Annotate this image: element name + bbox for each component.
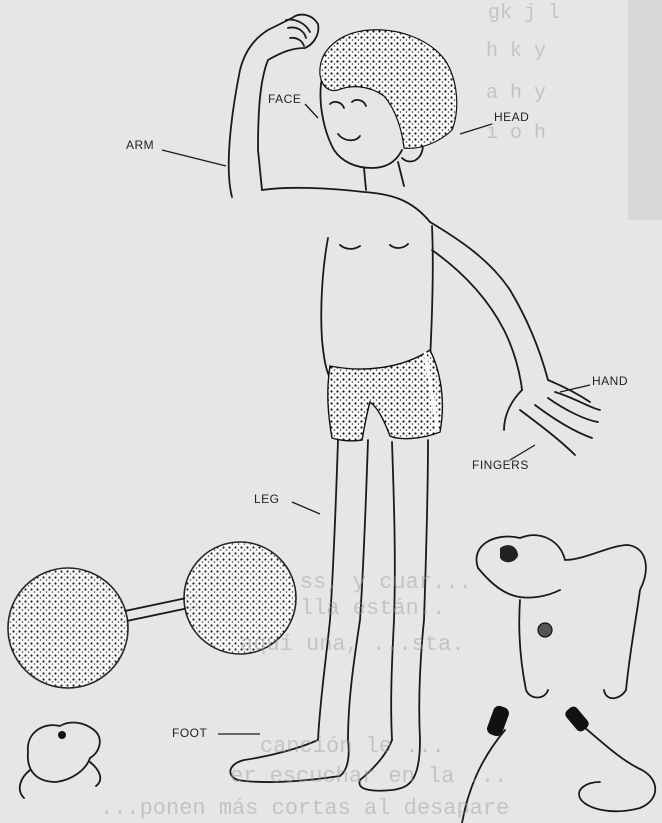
frog-eye — [58, 731, 66, 739]
label-head: HEAD — [494, 110, 529, 124]
dumbbell-left-weight — [8, 568, 128, 688]
bleed-text-1: ss, y cuar... — [300, 570, 472, 595]
label-fingers: FINGERS — [472, 458, 529, 472]
right-shadow-strip — [628, 0, 662, 220]
bleed-text-5: er escuchar en la ... — [230, 764, 507, 789]
label-leg: LEG — [254, 492, 280, 506]
bleed-text-3: aquí una, ...sta. — [240, 632, 464, 657]
label-arm: ARM — [126, 138, 154, 152]
bleed-letters-row1: gk j l — [488, 2, 560, 25]
label-foot: FOOT — [172, 726, 207, 740]
dog-tag — [538, 623, 552, 637]
bleed-text-6: ...ponen más cortas al desapare — [100, 796, 509, 821]
label-face: FACE — [268, 92, 301, 106]
bleed-text-4: canción le ... — [260, 734, 445, 759]
bleed-text-2: lla están.. — [300, 596, 445, 621]
bleed-letters-row3: a h y — [486, 82, 546, 105]
bleed-letters-row2: h k y — [486, 40, 546, 63]
label-hand: HAND — [592, 374, 628, 388]
bleed-letters-row4: i o h — [486, 122, 546, 145]
